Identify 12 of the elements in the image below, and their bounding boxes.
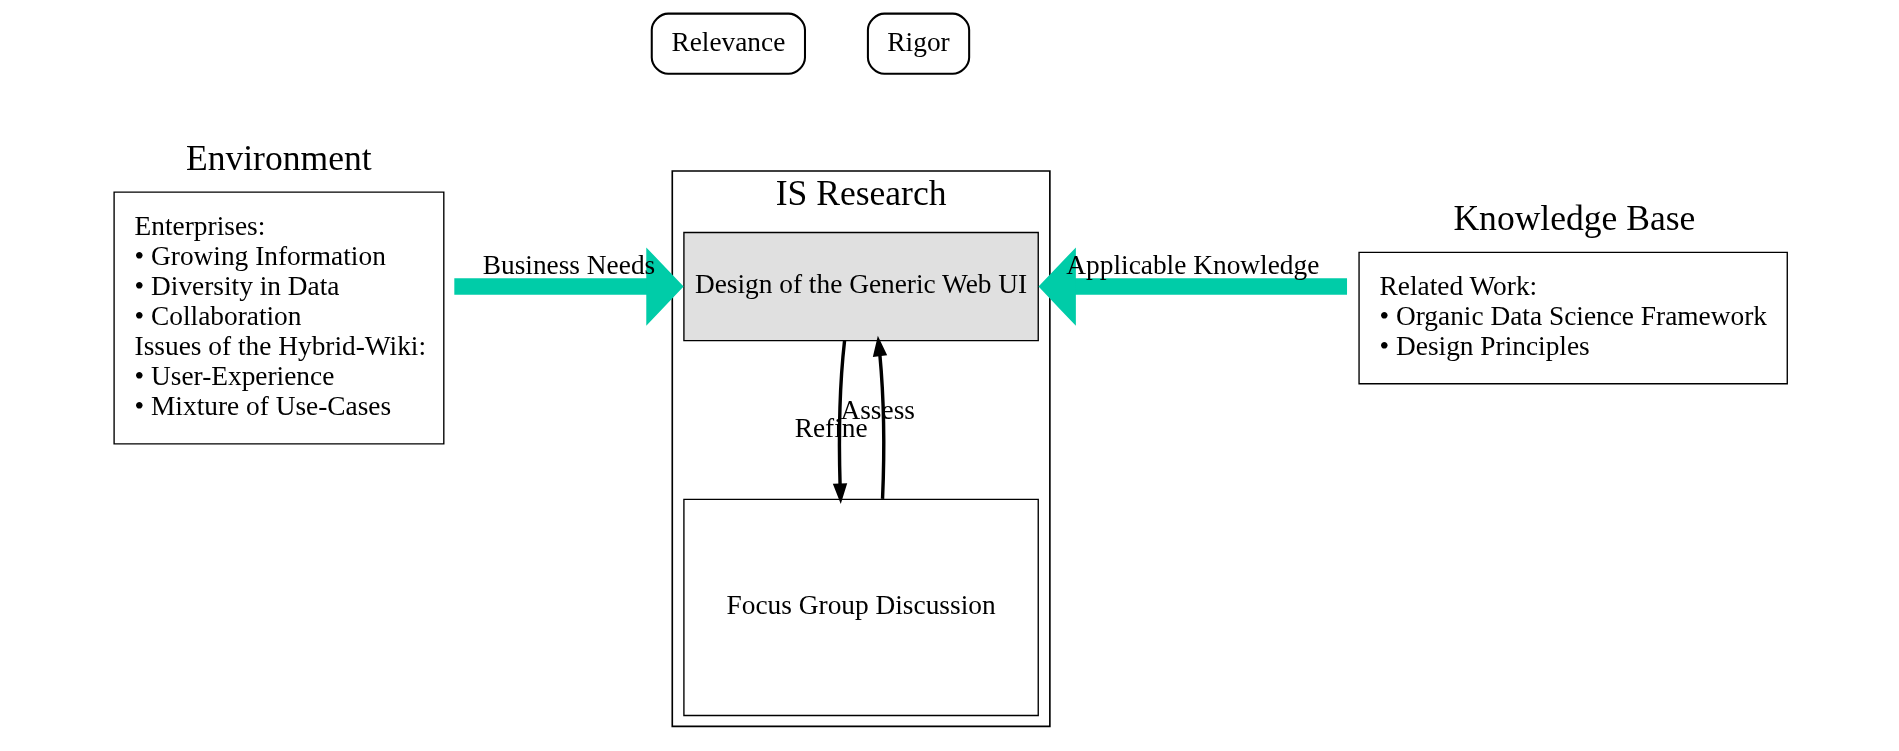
node-label: Knowledge Base xyxy=(1452,198,1695,239)
node-box: Relevance xyxy=(650,12,806,75)
node-box: Focus Group Discussion xyxy=(682,498,1039,717)
arrow xyxy=(1038,247,1347,326)
arrow xyxy=(872,335,887,499)
arrow xyxy=(453,247,684,326)
arrow xyxy=(832,340,847,505)
node-box: Rigor xyxy=(866,12,970,75)
node-box: Enterprises: • Growing Information • Diversity in Data • Collaboration Issues of the Hybrid-Wiki: • User-Experience • Mixture of Use-Cases xyxy=(112,191,444,445)
node-box: Design of the Generic Web UI xyxy=(682,231,1039,342)
node-box: Related Work: • Organic Data Science Framework • Design Principles xyxy=(1357,251,1788,385)
node-label: Environment xyxy=(185,138,372,179)
